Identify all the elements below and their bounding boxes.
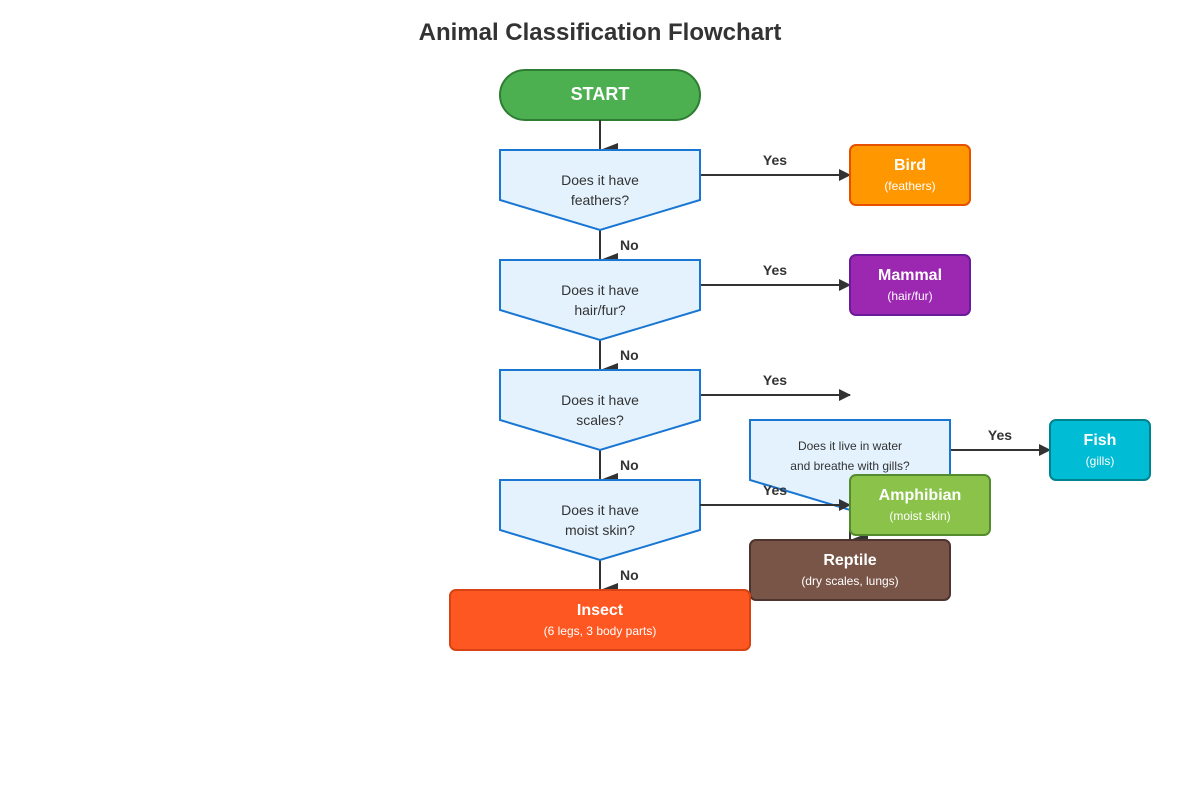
class-insect: Insect (6 legs, 3 body parts): [449, 589, 751, 651]
diagram-title: Animal Classification Flowchart: [419, 19, 782, 46]
edge-label-scales-no: No: [620, 457, 639, 473]
edge-label-moist-no: No: [620, 567, 639, 583]
class-fish-box: [1049, 419, 1151, 481]
class-fish-name: Fish: [1084, 432, 1117, 449]
start-node: START: [499, 69, 701, 121]
question-water-line2: and breathe with gills?: [790, 459, 910, 473]
edge-label-water-yes: Yes: [988, 427, 1012, 443]
question-moist: Does it have moist skin?: [499, 479, 701, 562]
question-feathers-line1: Does it have: [561, 172, 639, 188]
class-fish-detail: (gills): [1086, 454, 1115, 468]
question-scales-shape: [499, 369, 701, 452]
question-water-line1: Does it live in water: [798, 439, 902, 453]
class-reptile-detail: (dry scales, lungs): [801, 574, 898, 588]
class-insect-name: Insect: [577, 602, 624, 619]
class-amphibian-box: [849, 474, 991, 536]
question-hair-line2: hair/fur?: [574, 302, 626, 318]
edge-label-hair-no: No: [620, 347, 639, 363]
class-amphibian-name: Amphibian: [879, 487, 962, 504]
question-feathers: Does it have feathers?: [499, 149, 701, 232]
class-mammal-detail: (hair/fur): [887, 289, 932, 303]
question-moist-line2: moist skin?: [565, 522, 635, 538]
class-mammal-name: Mammal: [878, 267, 942, 284]
class-fish: Fish (gills): [1049, 419, 1151, 481]
class-reptile-box: [749, 539, 951, 601]
class-reptile-name: Reptile: [823, 552, 876, 569]
class-mammal-box: [849, 254, 971, 316]
question-hair-line1: Does it have: [561, 282, 639, 298]
edge-label-hair-yes: Yes: [763, 262, 787, 278]
question-scales: Does it have scales?: [499, 369, 701, 452]
class-bird-name: Bird: [894, 157, 926, 174]
question-feathers-shape: [499, 149, 701, 232]
class-insect-detail: (6 legs, 3 body parts): [544, 624, 657, 638]
question-moist-shape: [499, 479, 701, 562]
edge-label-scales-yes: Yes: [763, 372, 787, 388]
class-reptile: Reptile (dry scales, lungs): [749, 539, 951, 601]
class-amphibian-detail: (moist skin): [889, 509, 950, 523]
question-feathers-line2: feathers?: [571, 192, 630, 208]
question-scales-line1: Does it have: [561, 392, 639, 408]
class-insect-box: [449, 589, 751, 651]
question-scales-line2: scales?: [576, 412, 624, 428]
question-moist-line1: Does it have: [561, 502, 639, 518]
class-bird-detail: (feathers): [884, 179, 935, 193]
class-mammal: Mammal (hair/fur): [849, 254, 971, 316]
class-amphibian: Amphibian (moist skin): [849, 474, 991, 536]
edge-label-feathers-no: No: [620, 237, 639, 253]
question-hair: Does it have hair/fur?: [499, 259, 701, 342]
question-hair-shape: [499, 259, 701, 342]
edge-label-feathers-yes: Yes: [763, 152, 787, 168]
class-bird-box: [849, 144, 971, 206]
start-label: START: [571, 84, 630, 104]
class-bird: Bird (feathers): [849, 144, 971, 206]
edge-label-moist-yes: Yes: [763, 482, 787, 498]
